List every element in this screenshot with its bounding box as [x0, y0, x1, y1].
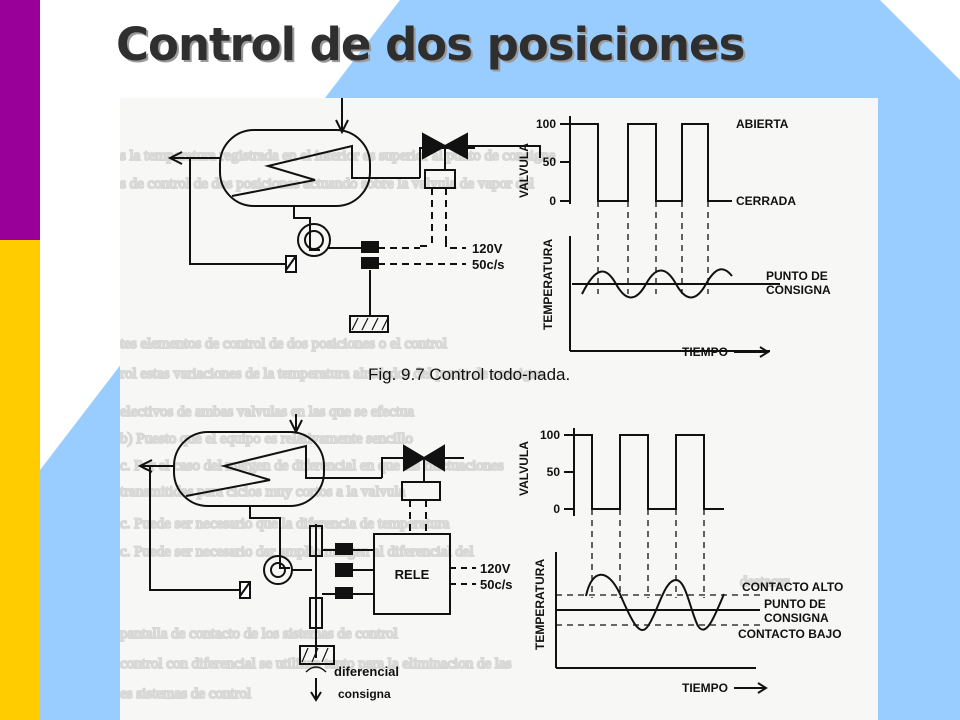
bottom-valve-actuator	[401, 481, 441, 501]
top-temperature-chart: TEMPERATURA PUNTO DE CONSIGNA TIEMPO	[541, 236, 831, 359]
top-valve-actuator	[424, 169, 456, 189]
top-process-diagram: 120V 50c/s	[167, 98, 541, 333]
top-temperature-curve	[581, 268, 733, 299]
top-arrow-in	[335, 119, 349, 135]
top-figure-caption: Fig. 9.7 Control todo-nada.	[368, 365, 570, 384]
top-temperature-axis-label: TEMPERATURA	[541, 239, 555, 330]
bottom-process-diagram: RELE 120V 50c/s diferencial consigna	[137, 414, 513, 702]
differential-stem	[309, 525, 323, 557]
bottom-valve-tick-50: 50	[547, 465, 561, 479]
top-setpoint-knob	[349, 315, 389, 333]
svg-text:pantalla de contacto de los si: pantalla de contacto de los sistemas de …	[120, 626, 398, 642]
top-setpoint-label-2: CONSIGNA	[766, 283, 831, 297]
svg-text:c. Puede ser necesario que la: c. Puede ser necesario que la diferencia…	[120, 516, 450, 532]
bottom-temperature-axis-label: TEMPERATURA	[533, 559, 547, 650]
svg-text:c. Puede ser necesario dar amp: c. Puede ser necesario dar amplio margen…	[120, 544, 474, 560]
bottom-valve-tick-100: 100	[540, 428, 560, 442]
bottom-valve-chart: 100 50 0 VALVULA	[517, 428, 724, 598]
top-time-label: TIEMPO	[682, 345, 728, 359]
top-valve	[422, 132, 448, 160]
top-frequency-label: 50c/s	[472, 257, 505, 272]
svg-text:b) Puesto que el equipo es rel: b) Puesto que el equipo es relativamente…	[120, 431, 413, 447]
purple-side-bar	[0, 0, 40, 240]
bottom-temperature-bulb	[263, 555, 293, 585]
bottom-time-label: TIEMPO	[682, 681, 728, 695]
bottom-temperature-chart: TEMPERATURA CONTACTO ALTO PUNTO DE CONSI…	[533, 552, 843, 695]
svg-text:tes elementos de control de do: tes elementos de control de dos posicion…	[120, 336, 447, 352]
top-valve-closed-label: CERRADA	[736, 194, 796, 208]
high-contact-label: CONTACTO ALTO	[742, 580, 843, 594]
bottom-heating-coil	[185, 444, 382, 497]
svg-text:s la temperatura registrada en: s la temperatura registrada en el interi…	[120, 148, 556, 164]
relay-label: RELE	[395, 567, 430, 582]
yellow-side-bar	[0, 240, 40, 720]
relay-box	[373, 533, 451, 615]
svg-text:electivos de ambas valvulas en: electivos de ambas valvulas en las que s…	[120, 404, 414, 420]
low-contact-label: CONTACTO BAJO	[738, 627, 842, 641]
bottom-valve-square-wave	[574, 434, 724, 510]
scanned-figure: s la temperatura registrada en el interi…	[120, 98, 878, 720]
svg-text:rol estas variaciones de la te: rol estas variaciones de la temperatura …	[120, 366, 545, 382]
bottom-temperature-curve	[585, 573, 725, 631]
top-valve-open-label: ABIERTA	[736, 117, 789, 131]
bottom-setpoint-knob	[299, 645, 335, 665]
top-arrow-out	[167, 151, 183, 165]
bottom-valve	[403, 444, 426, 472]
bottom-frequency-label: 50c/s	[480, 577, 513, 592]
top-valve-square-wave	[570, 123, 732, 202]
svg-text:s de control de dos posiciones: s de control de dos posiciones actuando …	[120, 176, 534, 192]
slide-title: Control de dos posiciones	[116, 18, 745, 71]
differential-label: diferencial	[334, 664, 399, 679]
svg-text:es sistemas de control: es sistemas de control	[120, 686, 251, 702]
bottom-setpoint-label-1: PUNTO DE	[764, 597, 826, 611]
top-valve-tick-100: 100	[536, 117, 556, 131]
bottom-valve-tick-0: 0	[553, 502, 560, 516]
svg-text:destacar: destacar	[740, 574, 789, 590]
background-text-showthrough: s la temperatura registrada en el interi…	[120, 147, 790, 703]
top-setpoint-label-1: PUNTO DE	[766, 269, 828, 283]
top-temperature-bulb	[297, 223, 331, 257]
top-switch-contacts	[361, 241, 379, 253]
top-voltage-label: 120V	[472, 241, 503, 256]
svg-text:c. Por el caso del margen de d: c. Por el caso del margen de diferencial…	[120, 458, 504, 474]
bottom-setpoint-label-2: CONSIGNA	[764, 611, 829, 625]
top-valve-tick-50: 50	[543, 155, 557, 169]
top-valve-chart: 100 50 0 VALVULA ABIERTA CERRADA	[517, 116, 796, 294]
bottom-valve-axis-label: VALVULA	[517, 441, 531, 496]
bottom-voltage-label: 120V	[480, 561, 511, 576]
top-valve-tick-0: 0	[549, 194, 556, 208]
top-heating-coil	[231, 144, 420, 197]
bottom-switch-contacts	[335, 543, 353, 555]
top-valve-axis-label: VALVULA	[517, 143, 531, 198]
svg-text:transmitidas para ciclos muy c: transmitidas para ciclos muy cortos a la…	[120, 484, 406, 500]
bottom-setpoint-knob-label: consigna	[338, 687, 391, 701]
